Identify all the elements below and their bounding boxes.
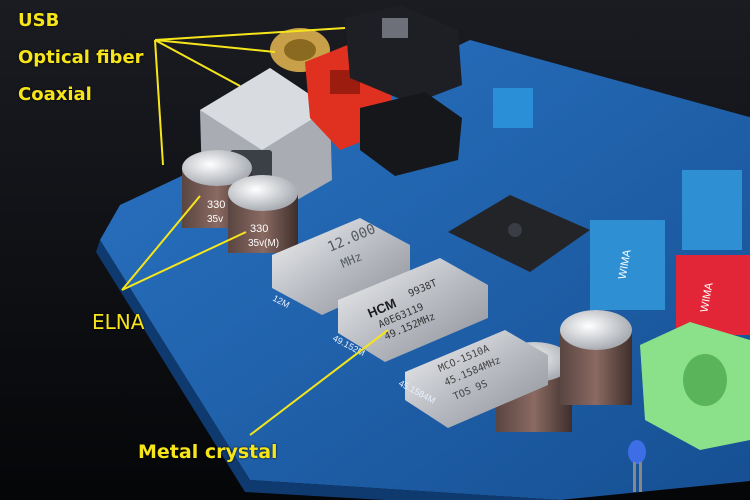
optical-black-connector [345, 5, 462, 104]
blue-led [628, 440, 646, 492]
capacitor-4 [560, 310, 632, 405]
red-wima-capacitor [676, 255, 750, 335]
pcb-edge [96, 240, 560, 500]
blue-film-capacitor [493, 88, 533, 128]
cap-rating-2: 35v(M) [248, 238, 279, 249]
dac-chip [448, 195, 590, 272]
elna-callout: ELNA [92, 310, 145, 334]
crystal-oscillator-45mhz: MCO-1510A 45.1584MHz TOS 9S [405, 330, 548, 428]
optical-fiber-callout: Optical fiber [18, 47, 144, 68]
transformer-block [360, 92, 462, 176]
cap-rating-1: 35v [207, 214, 223, 225]
cap-value-2: 330 [250, 223, 268, 235]
coaxial-callout: Coaxial [18, 84, 92, 105]
metal-crystal-callout: Metal crystal [138, 441, 278, 463]
crystal-oscillator-49mhz: HCM 9938T A0E63119 49.152MHz [338, 258, 488, 362]
wima-label-2: WIMA [699, 281, 716, 313]
blue-wima-capacitor-2 [682, 170, 742, 250]
blue-wima-capacitor-1 [590, 220, 665, 310]
usb-callout: USB [18, 10, 60, 31]
callout-lines [121, 27, 389, 436]
audio-jack [640, 322, 750, 450]
wima-label-1: WIMA [617, 248, 634, 280]
cap-value-1: 330 [207, 199, 225, 211]
elna-capacitor-2: 330 35v(M) [228, 175, 298, 253]
crystal-oscillator-12mhz: 12.000 MHz [272, 218, 410, 315]
